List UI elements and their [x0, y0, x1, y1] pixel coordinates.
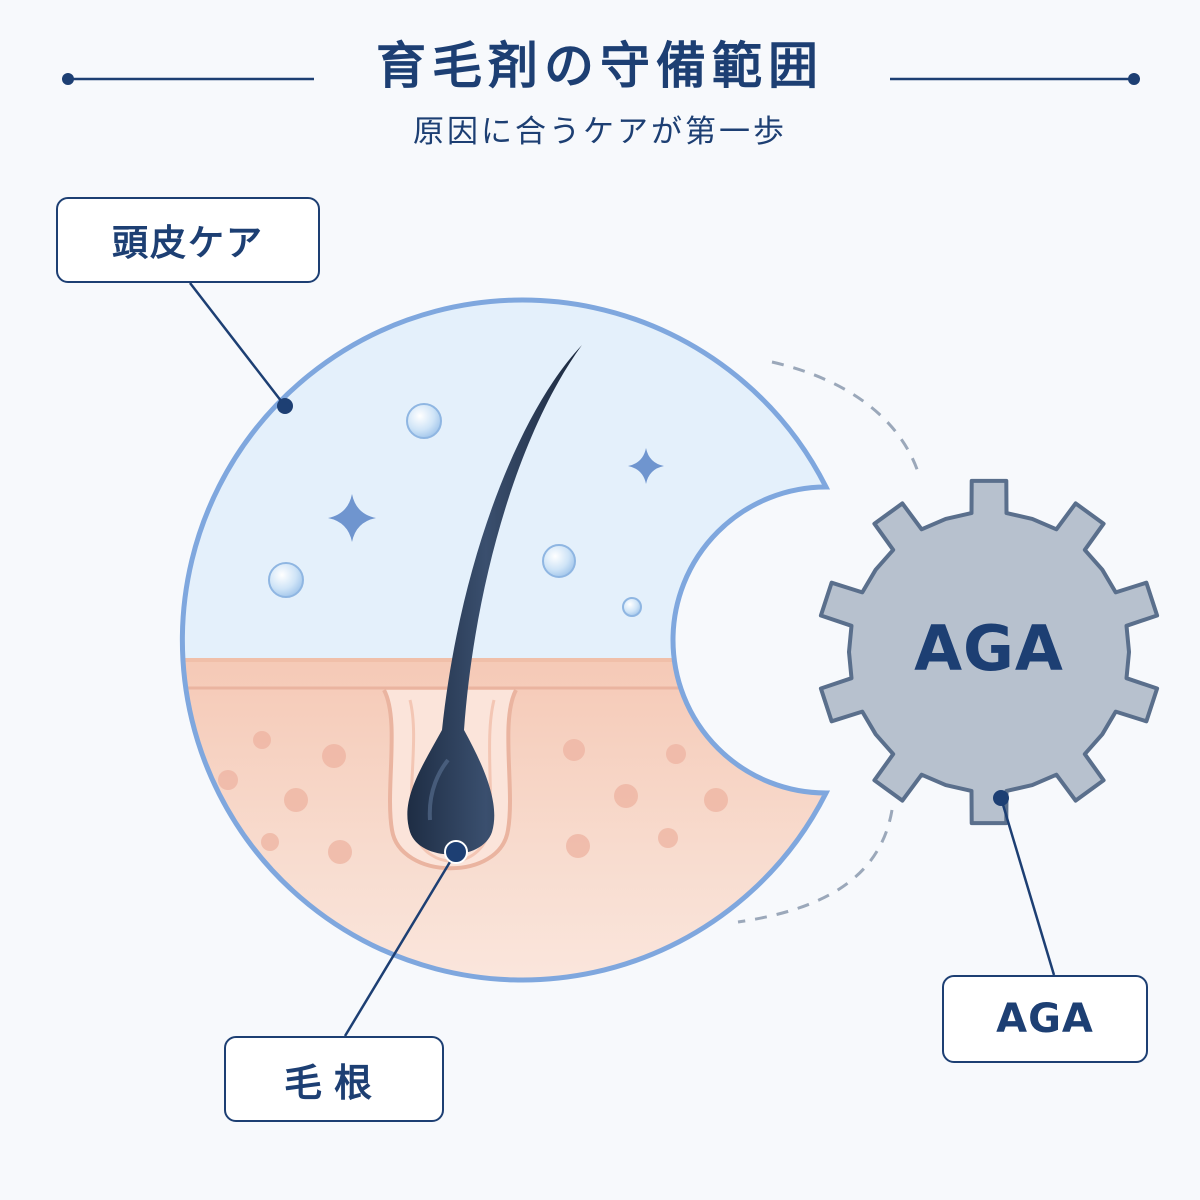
connector-scalp-care: [189, 282, 293, 414]
gear-icon: [818, 478, 1160, 826]
gear-label: AGA: [914, 612, 1064, 685]
scalp-cross-section: [182, 300, 827, 980]
sparkle-icon: [328, 448, 664, 542]
header-divider-left: [62, 73, 314, 85]
skin-cells: [218, 731, 728, 864]
connector-hair-root: [343, 840, 468, 1037]
header-divider-right: [890, 73, 1140, 85]
bubble-icon: [268, 403, 642, 617]
page-title: 育毛剤の守備範囲: [376, 37, 824, 95]
hair-strand-icon: [407, 345, 582, 855]
cross-section-border: [179, 297, 831, 983]
label-hair-root: 毛根: [224, 1036, 444, 1122]
connector-aga: [993, 790, 1056, 976]
dashed-arc-top: [771, 360, 920, 473]
dashed-arc-bottom: [737, 809, 894, 924]
label-scalp-care: 頭皮ケア: [56, 197, 320, 283]
page-subtitle: 原因に合うケアが第一歩: [413, 114, 787, 150]
label-aga: AGA: [942, 975, 1148, 1063]
